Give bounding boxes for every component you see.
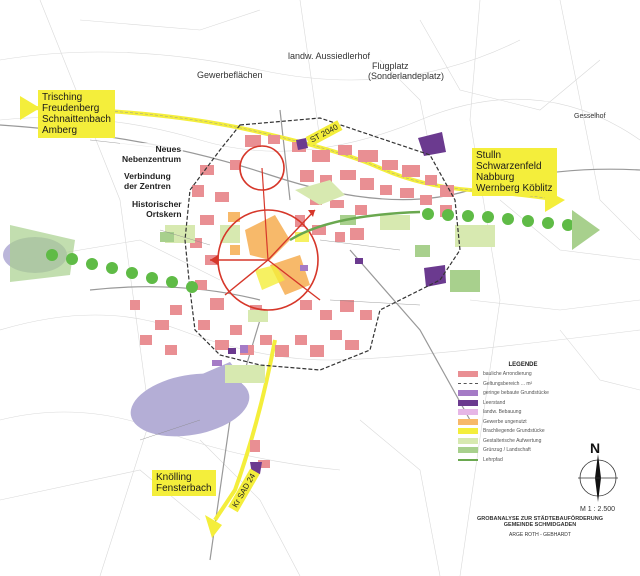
- label-flugplatz-2: (Sonderlandeplatz): [368, 71, 445, 81]
- legend-label: Geltungsbereich ... m²: [483, 380, 533, 387]
- legend-row: geringe bebaute Grundstücke: [458, 390, 588, 396]
- green-corridor-west: [46, 249, 198, 293]
- legend-label: Brachliegende Grundstücke: [483, 428, 545, 434]
- legend-label: Leerstand: [483, 399, 506, 406]
- scale-label: M 1 : 2.500: [580, 506, 616, 513]
- legend-label: bauliche Arrondierung: [483, 371, 532, 377]
- title-line-2: GEMEINDE SCHMIDGADEN: [503, 522, 577, 528]
- legend-label: Lehrpfad: [483, 456, 503, 463]
- legend-swatch: [458, 447, 478, 453]
- title-authors: ARGE ROTH - GEBHARDT: [509, 532, 571, 538]
- legend-label: Gestalterische Aufwertung: [483, 437, 542, 444]
- legend-swatch: [458, 371, 478, 377]
- compass-rose-icon: [578, 454, 618, 502]
- circle-new-center: [239, 145, 285, 191]
- legend-label: Gewerbe ungenutzt: [483, 418, 527, 425]
- legend-swatch: [458, 409, 478, 415]
- legend-label: geringe bebaute Grundstücke: [483, 390, 549, 396]
- legend-row: Lehrpfad: [458, 457, 588, 463]
- legend-swatch: [458, 458, 478, 461]
- legend-swatch: [458, 399, 478, 406]
- legend-swatch: [458, 437, 478, 444]
- arrow-west: [20, 96, 40, 120]
- green-west: [10, 225, 75, 282]
- legend-label: Grünzug / Landschaft: [483, 447, 531, 453]
- label-neues-nebenzentrum: Neues Nebenzentrum: [120, 143, 184, 165]
- direction-label-east: Stulln Schwarzenfeld Nabburg Wernberg Kö…: [472, 148, 557, 196]
- legend-title: LEGENDE: [508, 362, 538, 368]
- sparse-parcels: [212, 265, 308, 366]
- legend-row: bauliche Arrondierung: [458, 371, 588, 377]
- green-corridor-east: [422, 208, 574, 231]
- scope-boundary: [184, 117, 461, 371]
- legend-swatch: [458, 390, 478, 396]
- legend-swatch: [458, 418, 478, 425]
- compass-north-label: N: [590, 440, 601, 456]
- vacant-parcels: [228, 132, 446, 474]
- label-verbindung: Verbindung der Zentren: [122, 170, 173, 192]
- title-block: GROBANALYSE ZUR STÄDTEBAUFÖRDERUNG GEMEI…: [470, 516, 610, 538]
- legend-row: Gestalterische Aufwertung: [458, 437, 588, 444]
- direction-label-northwest: Trisching Freudenberg Schnaittenbach Amb…: [38, 90, 115, 138]
- built-up-blocks: [130, 135, 454, 468]
- legend-label: landw. Bebauung: [483, 409, 522, 415]
- arrow-south: [205, 515, 222, 538]
- sad24-road: [213, 339, 277, 522]
- label-landw: landw. Aussiedlerhof: [288, 51, 371, 61]
- center-yellow: [255, 232, 309, 290]
- label-gewerbeflaechen: Gewerbeflächen: [197, 70, 263, 80]
- label-flugplatz-1: Flugplatz: [372, 61, 409, 71]
- legend-row: Brachliegende Grundstücke: [458, 428, 588, 434]
- legend-row: Geltungsbereich ... m²: [458, 381, 588, 387]
- label-historischer-ortskern: Historischer Ortskern: [130, 198, 184, 220]
- pond-south: [130, 373, 250, 437]
- legend-swatch: [458, 383, 478, 384]
- legend-row: Grünzug / Landschaft: [458, 447, 588, 453]
- legend-row: Gewerbe ungenutzt: [458, 418, 588, 425]
- label-gesselhof: Gesselhof: [574, 113, 606, 120]
- legend-row: landw. Bebauung: [458, 409, 588, 415]
- direction-label-southwest: Knölling Fensterbach: [152, 470, 216, 496]
- arrow-green-east: [572, 210, 600, 250]
- title-line-1: GROBANALYSE ZUR STÄDTEBAUFÖRDERUNG: [477, 516, 603, 522]
- legend-swatch: [458, 428, 478, 434]
- legend-row: Leerstand: [458, 399, 588, 406]
